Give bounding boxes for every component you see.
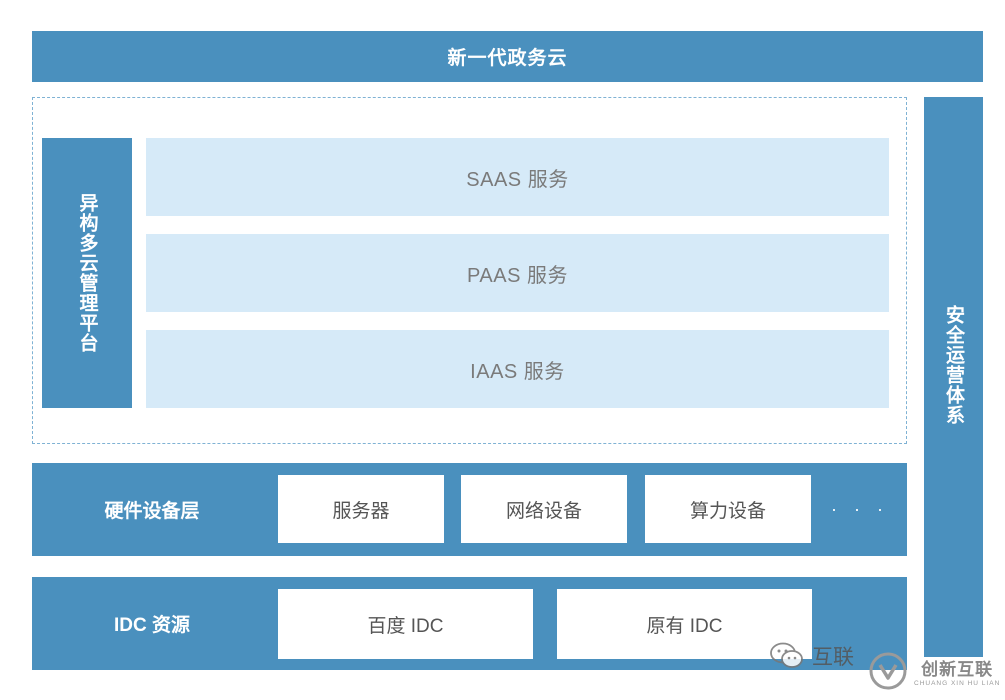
wechat-icon <box>770 642 804 670</box>
hardware-network-box: 网络设备 <box>461 475 627 543</box>
management-platform-label: 异构多云管理平台 <box>76 193 98 353</box>
security-operations-system: 安全运营体系 <box>924 97 983 657</box>
watermark-account-name: 互联 <box>812 646 854 669</box>
iaas-service-layer: IAAS 服务 <box>146 330 889 408</box>
idc-existing-box: 原有 IDC <box>557 589 812 659</box>
logo-name: 创新互联 <box>921 660 994 679</box>
multi-cloud-management-platform: 异构多云管理平台 <box>42 138 132 408</box>
top-banner: 新一代政务云 <box>32 31 983 82</box>
watermark-logo: 创新互联 CHUANG XIN HU LIAN <box>868 647 1005 695</box>
security-system-label: 安全运营体系 <box>943 305 964 425</box>
saas-service-layer: SAAS 服务 <box>146 138 889 216</box>
hardware-more-ellipsis: · · · <box>831 498 889 519</box>
hardware-layer-label: 硬件设备层 <box>104 501 200 522</box>
watermark-account: 互联 <box>770 636 854 676</box>
logo-pinyin: CHUANG XIN HU LIAN <box>914 680 1001 687</box>
paas-service-layer: PAAS 服务 <box>146 234 889 312</box>
hardware-server-box: 服务器 <box>278 475 444 543</box>
hardware-compute-box: 算力设备 <box>645 475 811 543</box>
idc-layer-label: IDC 资源 <box>113 615 190 636</box>
logo-mark-icon <box>868 651 908 691</box>
idc-baidu-box: 百度 IDC <box>278 589 533 659</box>
cloud-platform-frame <box>32 97 907 444</box>
